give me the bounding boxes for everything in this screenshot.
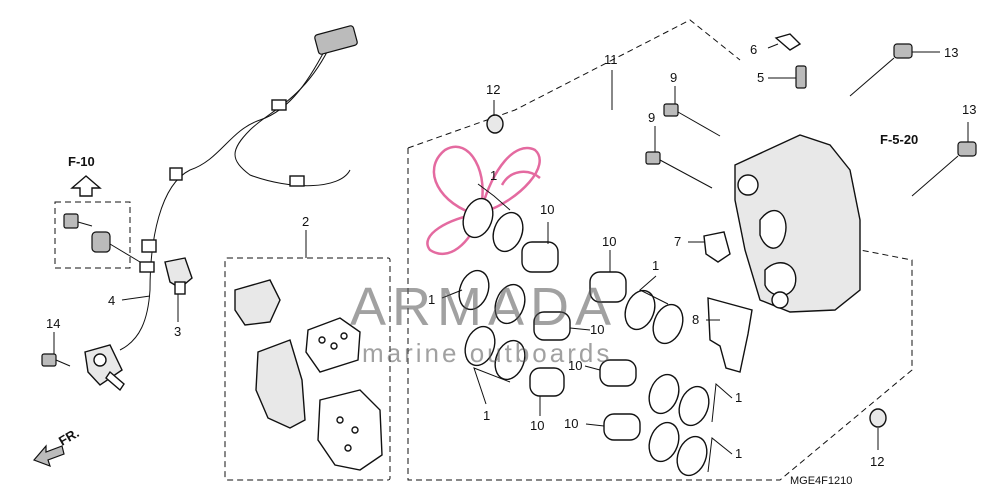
callout-6: 6	[750, 42, 757, 57]
watermark-tagline: marine outboards	[362, 338, 612, 368]
bolt-and-grommet-icon	[63, 213, 141, 263]
sensor-connector-icon	[314, 25, 358, 55]
callout-10: 10	[564, 416, 578, 431]
pistons	[521, 241, 641, 441]
callout-5: 5	[757, 70, 764, 85]
brake-pad-backing-right-icon	[317, 389, 383, 471]
callout-9: 9	[670, 70, 677, 85]
caliper-mount-bolts	[849, 43, 977, 197]
front-direction-arrow-icon	[32, 444, 65, 468]
callout-10: 10	[540, 202, 554, 217]
callout-1: 1	[483, 408, 490, 423]
callout-10: 10	[568, 358, 582, 373]
brake-caliper-body-icon	[734, 134, 861, 313]
ref-label-right: F-5-20	[880, 132, 918, 147]
boot-cap-icon	[486, 114, 504, 134]
pad-set-box	[224, 257, 391, 481]
watermark-brand: ARMADA	[350, 277, 617, 337]
cable-clamp-icon	[164, 257, 193, 295]
sensor-bolt-icon	[41, 353, 71, 367]
diagram-code: MGE4F1210	[790, 475, 852, 487]
callout-13: 13	[962, 102, 976, 117]
callout-3: 3	[174, 324, 181, 339]
propeller-logo-icon	[426, 145, 541, 256]
callout-2: 2	[302, 214, 309, 229]
callout-14: 14	[46, 316, 60, 331]
callout-1: 1	[490, 168, 497, 183]
callout-12: 12	[486, 82, 500, 97]
boot-cap-icon-lower	[869, 408, 887, 428]
callout-1: 1	[735, 446, 742, 461]
callout-10: 10	[590, 322, 604, 337]
pad-spring-clip-icon	[703, 231, 731, 263]
front-direction-label: FR.	[56, 425, 82, 448]
caliper-kit-box	[407, 148, 913, 481]
callout-1: 1	[735, 390, 742, 405]
wheel-speed-sensor-icon	[84, 344, 125, 392]
callout-7: 7	[674, 234, 681, 249]
piston-seals	[458, 197, 710, 477]
bleeder-valve-icon	[795, 65, 807, 89]
wheel-speed-sensor-cable	[119, 39, 331, 351]
callout-13: 13	[944, 45, 958, 60]
callout-1: 1	[428, 292, 435, 307]
callout-10: 10	[530, 418, 544, 433]
callout-10: 10	[602, 234, 616, 249]
caliper-pin-bolts	[645, 103, 721, 189]
ref-arrow-up-icon	[70, 175, 102, 197]
brake-pad-backing-left-icon	[255, 339, 306, 429]
bleeder-cap-icon	[774, 33, 802, 51]
callout-1: 1	[652, 258, 659, 273]
callout-8: 8	[692, 312, 699, 327]
brake-pad-shim-icon	[305, 317, 361, 373]
brake-pad-small-icon	[234, 279, 281, 326]
callout-4: 4	[108, 293, 115, 308]
pad-retainer-plate-icon	[707, 297, 753, 373]
callout-12: 12	[870, 454, 884, 469]
ref-label-left: F-10	[68, 154, 95, 169]
callout-9: 9	[648, 110, 655, 125]
callout-11: 11	[604, 52, 618, 67]
